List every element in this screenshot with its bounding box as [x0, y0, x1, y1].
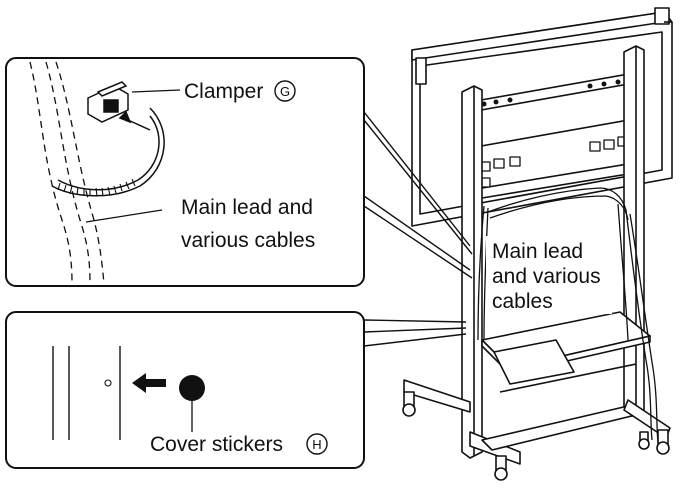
stand-label-line1: Main lead — [492, 240, 583, 263]
clamper-label: Clamper — [184, 80, 263, 103]
screw-hole — [104, 379, 112, 387]
callout-box-clamper: Clamper G Main lead and various cables — [5, 57, 365, 287]
clamper-marker: G — [280, 84, 290, 99]
stand-shelf — [481, 311, 651, 393]
display-stand-illustration — [402, 7, 673, 481]
right-upright — [623, 45, 645, 417]
stand-label-line2: and various — [492, 265, 601, 288]
strap-teeth — [57, 178, 136, 197]
cables-label-line2: various cables — [181, 229, 315, 252]
sticker-marker: H — [312, 437, 321, 452]
stand-cables — [477, 187, 659, 443]
sticker-marker-badge: H — [306, 433, 328, 455]
left-upright — [461, 85, 483, 459]
cable-bundle-dashed — [29, 61, 105, 285]
leader-lines — [363, 111, 473, 347]
stand-label-line3: cables — [492, 290, 553, 313]
callout-box-cover-stickers: Cover stickers H — [5, 311, 365, 469]
cover-sticker-dot — [179, 375, 205, 401]
left-arrow-icon — [132, 373, 166, 393]
stand-base — [402, 379, 671, 481]
stand-cables-label: Main lead and various cables — [486, 236, 612, 314]
cables-label-line1: Main lead and — [181, 196, 313, 219]
clamper-marker-badge: G — [274, 80, 296, 102]
clamper-illustration — [51, 81, 165, 197]
cover-stickers-label: Cover stickers — [150, 433, 283, 456]
bracket-connectors — [479, 136, 629, 188]
